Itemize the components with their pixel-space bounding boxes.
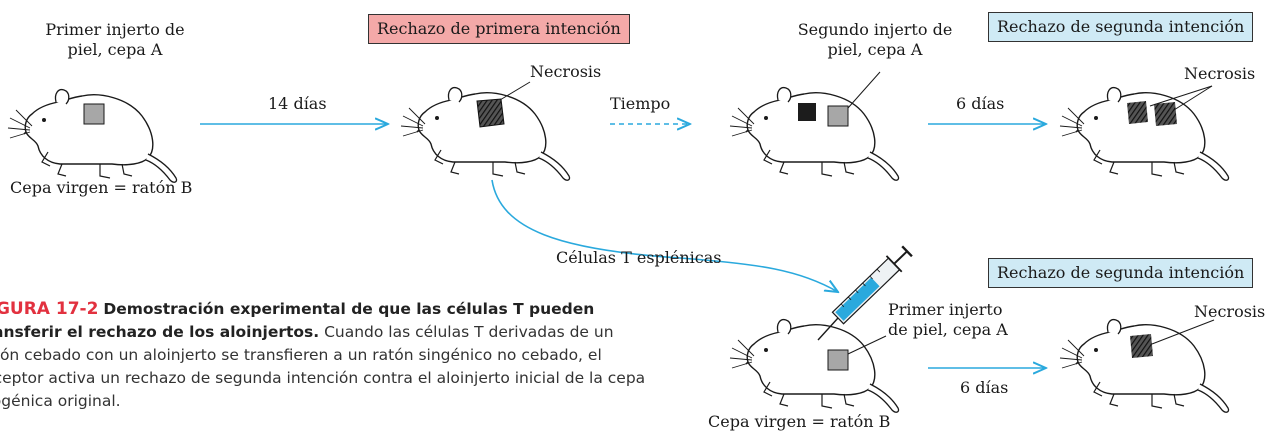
arrow-t-cell-transfer xyxy=(491,179,838,292)
graft-patch-bottom xyxy=(827,349,849,371)
caption-body: Cuando las células T derivadas de un rat… xyxy=(0,323,646,410)
days-14-label: 14 días xyxy=(268,94,327,113)
mouse-1 xyxy=(7,88,178,183)
first-rejection-box: Rechazo de primera intención xyxy=(368,14,630,44)
days-6-top-label: 6 días xyxy=(956,94,1005,113)
time-label: Tiempo xyxy=(610,94,671,113)
first-graft-label: Primer injerto de piel, cepa A xyxy=(45,20,185,59)
necrosis-label-3: Necrosis xyxy=(1194,302,1266,321)
necrotic-graft xyxy=(476,98,505,128)
figure-label: FIGURA 17-2 xyxy=(0,299,99,319)
virgin-strain-label-bottom: Cepa virgen = ratón B xyxy=(708,412,891,431)
necrosis-pointer xyxy=(499,81,531,101)
mouse-3 xyxy=(729,86,900,181)
necrotic-graft-1 xyxy=(1127,101,1148,124)
rejected-graft xyxy=(798,103,816,121)
graft-pointer-bottom xyxy=(847,335,887,355)
necrotic-graft-bottom xyxy=(1130,334,1153,358)
second-rejection-box-bottom: Rechazo de segunda intención xyxy=(988,258,1254,288)
days-6-bottom-label: 6 días xyxy=(960,378,1009,397)
mouse-5 xyxy=(729,318,900,413)
virgin-strain-label-top: Cepa virgen = ratón B xyxy=(10,178,193,197)
necrosis-pointer-b xyxy=(1173,85,1213,111)
necrosis-label-2: Necrosis xyxy=(1184,64,1256,83)
second-graft-label: Segundo injerto de piel, cepa A xyxy=(797,20,953,59)
second-graft-patch xyxy=(827,105,849,127)
figure-caption: FIGURA 17-2 Demostración experimental de… xyxy=(0,298,658,413)
graft-pointer xyxy=(847,71,881,109)
necrotic-graft-2 xyxy=(1154,102,1177,126)
graft-patch xyxy=(83,103,105,125)
second-rejection-box-top: Rechazo de segunda intención xyxy=(988,12,1254,42)
first-graft-bottom-label: Primer injerto de piel, cepa A xyxy=(888,300,1008,339)
caption-title: Demostración experimental de que las cél… xyxy=(0,300,595,341)
mouse-6 xyxy=(1059,318,1230,413)
spleen-t-cells-label: Células T esplénicas xyxy=(556,248,722,267)
necrosis-label-1: Necrosis xyxy=(530,62,602,81)
necrosis-pointer-bottom xyxy=(1151,319,1215,345)
syringe-icon xyxy=(817,245,913,341)
necrosis-pointer-a xyxy=(1149,85,1213,107)
